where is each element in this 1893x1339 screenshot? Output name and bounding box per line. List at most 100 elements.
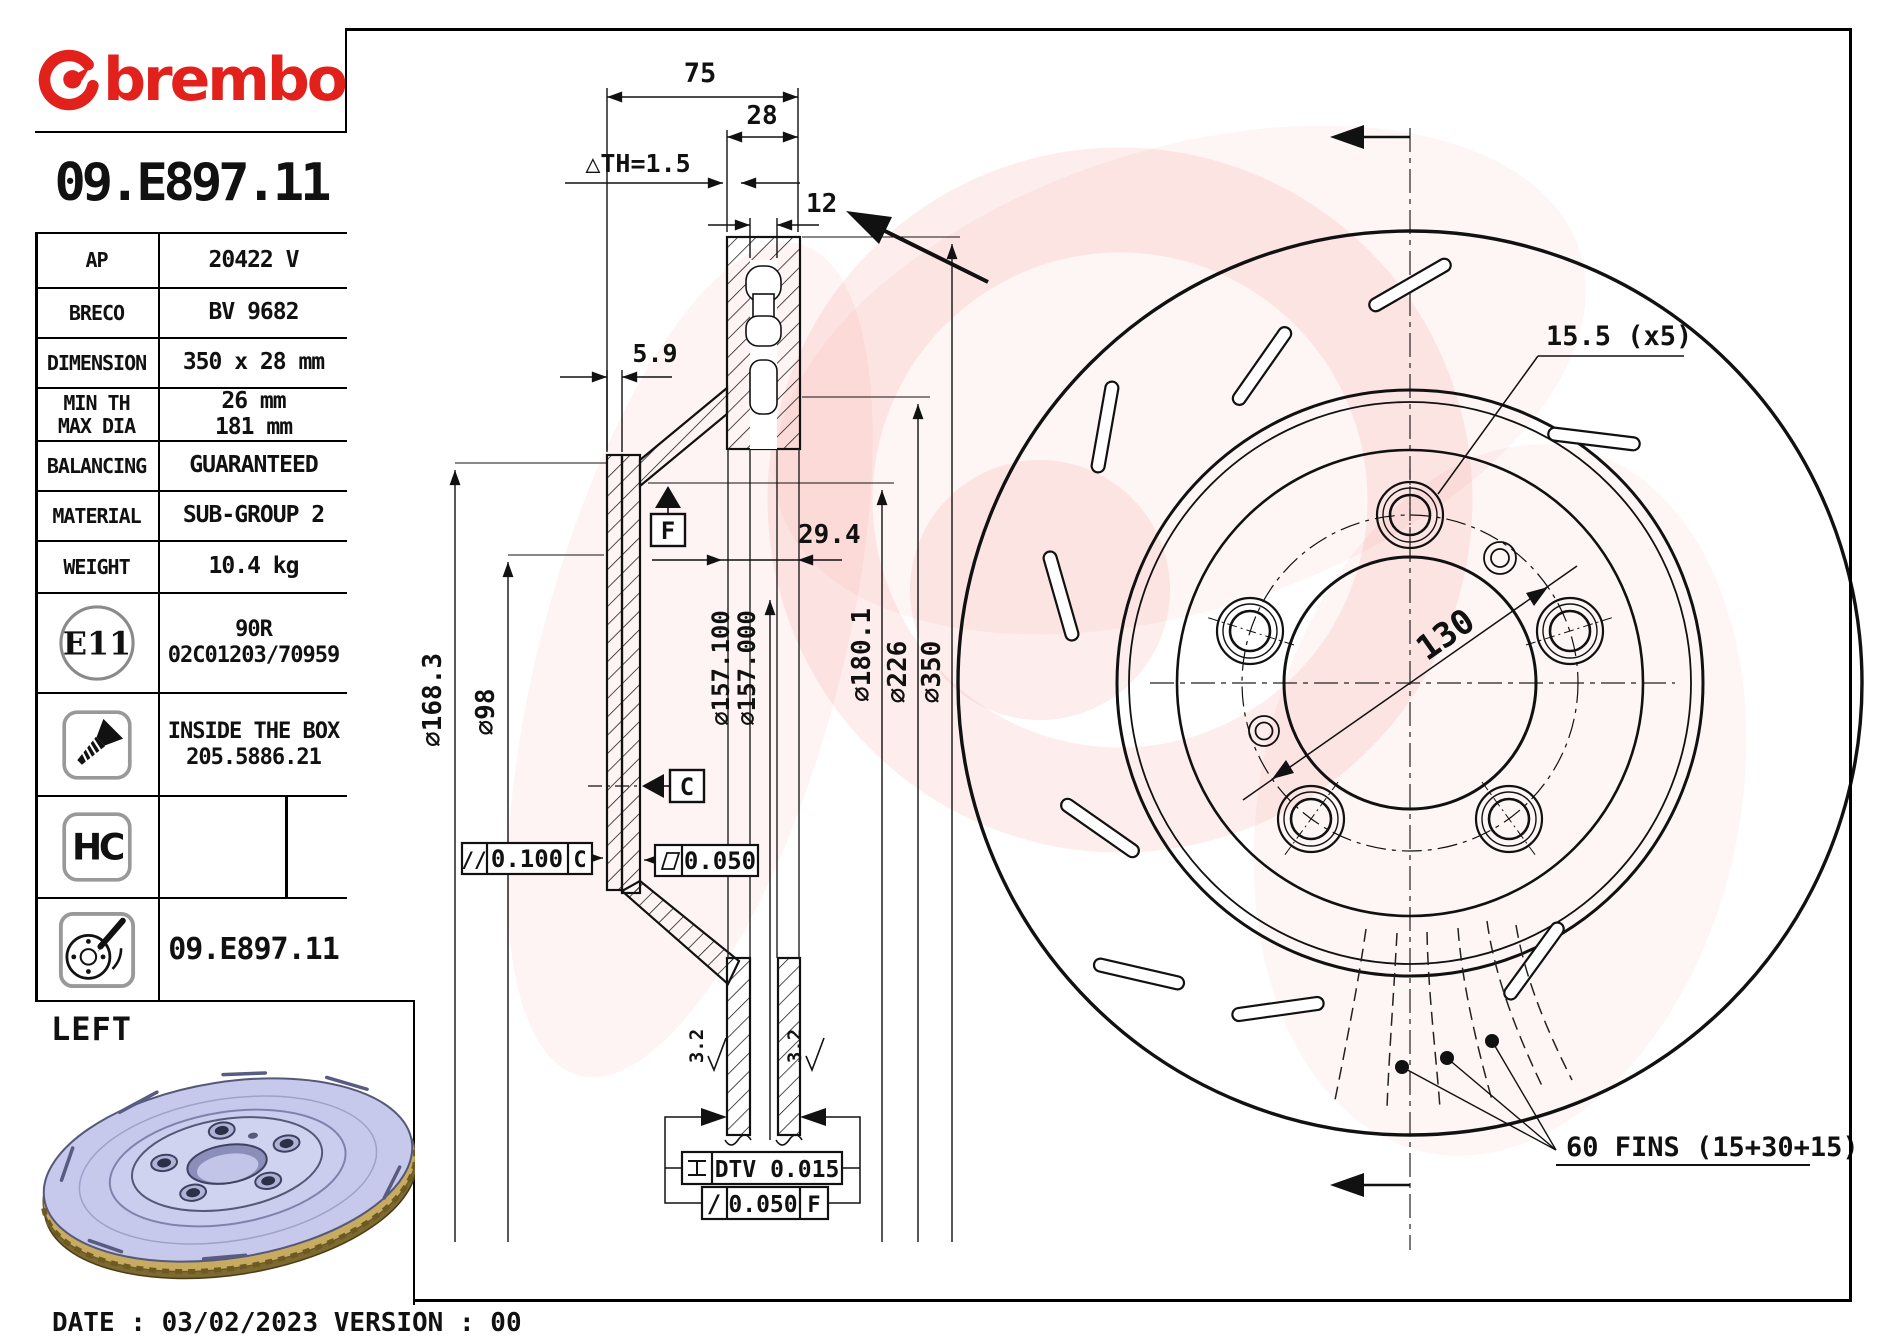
datum-c-label: C: [680, 773, 694, 801]
dimension-lines: [449, 88, 960, 1242]
row-material: MATERIAL SUB-GROUP 2: [35, 490, 347, 540]
gdt-parallelism-value: 0.100: [491, 845, 563, 873]
orientation-panel: LEFT: [35, 1000, 415, 1305]
balancing-value: GUARANTEED: [189, 452, 318, 479]
max-dia-label: MAX DIA: [57, 413, 136, 438]
dim-band-id: ∅226: [883, 641, 913, 704]
rotation-arrows: [846, 125, 1410, 1197]
weight-value: 10.4 kg: [208, 553, 300, 580]
gdt-bottom-frames: DTV 0.015 / 0.050 F: [664, 1108, 861, 1221]
homologation-line1: 90R: [235, 617, 273, 643]
gdt-parallelism-frame: // 0.100 C: [460, 841, 603, 876]
brand-wordmark: brembo: [103, 44, 348, 115]
gdt-flatness-frame: 0.050: [644, 843, 760, 878]
hc-badge-icon: HC: [61, 812, 132, 882]
fin-hidden-lines: [1334, 920, 1573, 1109]
dim-vent: 12: [806, 189, 837, 219]
min-th-value: 26 mm: [221, 387, 286, 414]
disc-3d-render: [41, 1071, 415, 1280]
fins-callout: 60 FINS (15+30+15): [1395, 1034, 1859, 1166]
weight-label: WEIGHT: [63, 554, 130, 579]
orientation-label: LEFT: [51, 1010, 133, 1048]
min-th-label: MIN TH: [63, 391, 130, 416]
roughness-marks: [707, 1037, 825, 1073]
material-value: SUB-GROUP 2: [182, 502, 325, 529]
drawing-frame: [35, 28, 1852, 1302]
gdt-runout-datum: F: [807, 1193, 820, 1218]
brembo-logo-icon: [38, 49, 99, 110]
dim-pilot-max: ∅157.100: [707, 610, 735, 726]
homologation-line2: 02C01203/70959: [167, 643, 340, 668]
dim-step: ∅180.1: [847, 608, 877, 702]
inside-box-line1: INSIDE THE BOX: [167, 718, 340, 744]
gdt-parallelism-symbol: //: [461, 848, 486, 872]
dim-ring-thickness: 28: [746, 101, 777, 131]
row-balancing: BALANCING GUARANTEED: [35, 440, 347, 490]
gdt-runout-symbol: /: [707, 1190, 721, 1218]
footer-date: DATE : 03/02/2023 VERSION : 00: [52, 1308, 522, 1338]
dim-offset: 29.4: [798, 520, 861, 550]
cross-section-view: 75 28 △TH=1.5 12 5.9 29.4 ∅168.3 ∅98 ∅15…: [418, 58, 960, 1242]
breco-label: BRECO: [68, 300, 125, 325]
ap-label: AP: [85, 248, 108, 273]
material-label: MATERIAL: [52, 503, 141, 528]
flatness-symbol-icon: [660, 852, 681, 870]
dim-flange: 5.9: [632, 339, 677, 368]
dim-th-wear: △TH=1.5: [585, 149, 690, 178]
dim-bore: ∅98: [471, 689, 501, 736]
row-disc-part: 09.E897.11: [35, 897, 347, 1000]
rotation-arrow-top-icon: [1330, 125, 1364, 149]
fins-label: 60 FINS (15+30+15): [1566, 1132, 1859, 1163]
dim-width: 75: [684, 58, 717, 89]
roughness-left: 3.2: [686, 1029, 708, 1063]
screw-icon: [61, 709, 132, 780]
bolt-holes: [1205, 469, 1615, 857]
part-number-row: 09.E897.11: [35, 131, 347, 232]
e11-badge-text: E11: [62, 625, 130, 662]
vent-hole-cutouts: [745, 265, 782, 415]
balancing-label: BALANCING: [46, 453, 147, 478]
datum-f-label: F: [661, 517, 675, 545]
datum-c: C: [642, 768, 706, 804]
rotation-direction-arrow-icon: [884, 229, 989, 284]
dim-pilot-min: ∅157.000: [733, 610, 761, 726]
hc-badge-text: HC: [71, 826, 123, 868]
inside-box-line2: 205.5886.21: [186, 744, 322, 770]
row-weight: WEIGHT 10.4 kg: [35, 540, 347, 592]
brembo-watermark: [507, 125, 1747, 1156]
gdt-runout-value: 0.050: [728, 1192, 797, 1218]
dim-disc-od: ∅350: [917, 641, 947, 704]
bolt-hole-label: 15.5 (x5): [1546, 321, 1692, 352]
dtv-symbol-icon: [688, 1160, 706, 1176]
section-cut-areas: [605, 235, 802, 1137]
row-breco: BRECO BV 9682: [35, 287, 347, 337]
disc-face-view: 130 15.5 (x5) 60 FINS (15+30+15): [846, 125, 1864, 1250]
row-dimension: DIMENSION 350 x 28 mm: [35, 337, 347, 387]
hc-cell-divider: [285, 797, 288, 897]
breco-value: BV 9682: [208, 299, 300, 326]
part-number: 09.E897.11: [54, 152, 331, 213]
row-hc: HC: [35, 795, 347, 897]
e11-badge-icon: E11: [58, 605, 135, 681]
disc-row-part-number: 09.E897.11: [168, 931, 340, 967]
disc-edit-icon: [58, 911, 135, 988]
disc-circles: [956, 229, 1864, 1137]
gdt-dtv-value: DTV 0.015: [715, 1157, 840, 1183]
gdt-flatness-value: 0.050: [684, 847, 756, 875]
dimension-label: DIMENSION: [46, 350, 147, 375]
max-dia-value: 181 mm: [214, 413, 293, 440]
gdt-parallelism-datum: C: [573, 848, 586, 873]
row-minth-maxdia: MIN TH MAX DIA 26 mm 181 mm: [35, 387, 347, 440]
rotation-arrow-bottom-icon: [1330, 1173, 1364, 1197]
dimension-value: 350 x 28 mm: [182, 349, 325, 376]
row-homologation: E11 90R 02C01203/70959: [35, 592, 347, 692]
bolt-hole-callout: 15.5 (x5): [1437, 321, 1692, 495]
roughness-right: 3.2: [784, 1029, 806, 1063]
centerlines: [1150, 128, 1675, 1250]
disc-slots: [1042, 257, 1641, 1023]
row-inside-box: INSIDE THE BOX 205.5886.21: [35, 692, 347, 795]
logo-cell: brembo: [35, 28, 348, 131]
break-lines: [724, 1134, 803, 1146]
